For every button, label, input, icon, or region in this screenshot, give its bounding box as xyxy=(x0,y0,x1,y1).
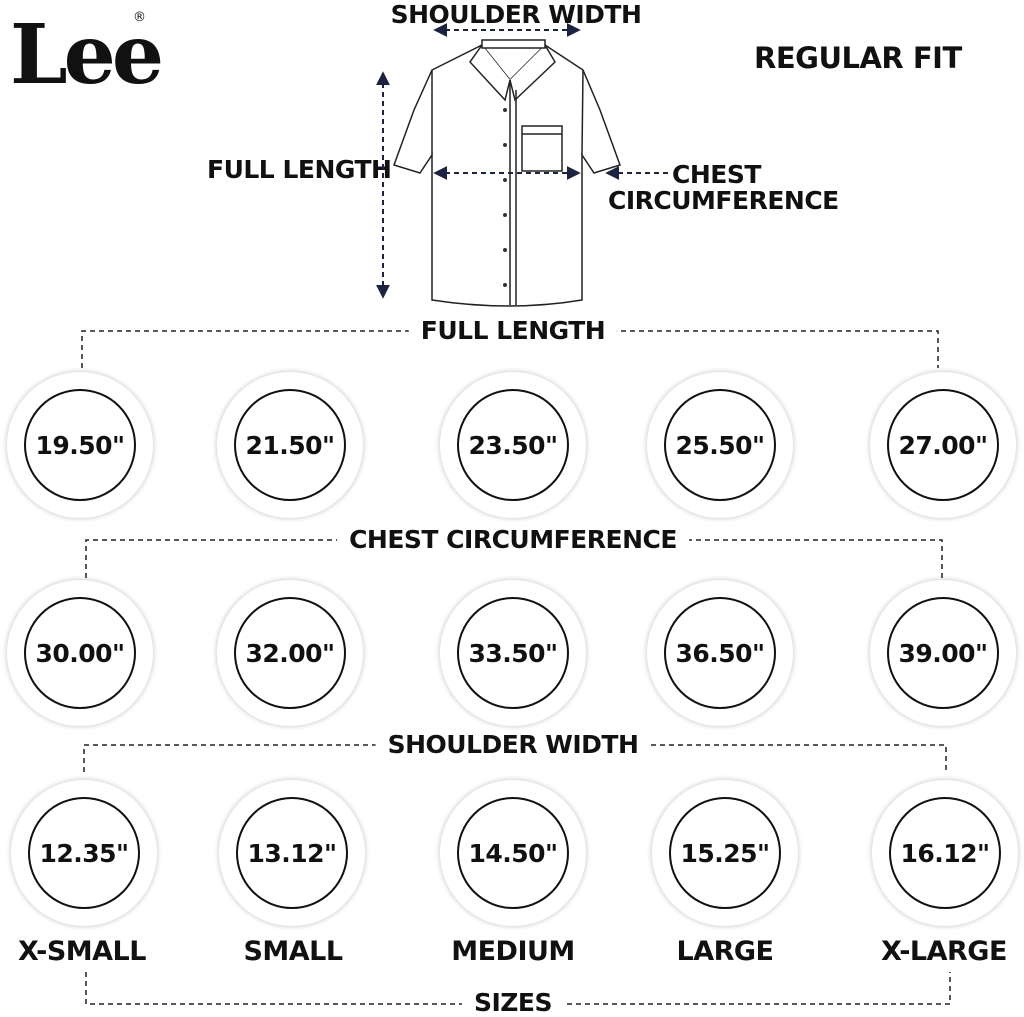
full-length-value: 19.50" xyxy=(24,389,136,501)
shoulder-badge: 15.25" xyxy=(652,780,798,926)
chest-value: 39.00" xyxy=(887,597,999,709)
full-length-badge: 19.50" xyxy=(7,372,153,518)
chest-value: 33.50" xyxy=(457,597,569,709)
size-name: MEDIUM xyxy=(451,936,575,967)
shoulder-badge: 13.12" xyxy=(219,780,365,926)
chest-value: 32.00" xyxy=(234,597,346,709)
shoulder-badge: 16.12" xyxy=(872,780,1018,926)
full-length-badge: 21.50" xyxy=(217,372,363,518)
chest-badge: 39.00" xyxy=(870,580,1016,726)
full-length-value: 21.50" xyxy=(234,389,346,501)
size-name: X-LARGE xyxy=(881,936,1007,967)
measurement-arrows xyxy=(376,23,668,299)
full-length-badge: 27.00" xyxy=(870,372,1016,518)
size-name: LARGE xyxy=(676,936,775,967)
shoulder-value: 15.25" xyxy=(669,797,781,909)
full-length-value: 25.50" xyxy=(664,389,776,501)
chest-value: 30.00" xyxy=(24,597,136,709)
diagram-length-label: FULL LENGTH xyxy=(207,155,392,184)
full-length-value: 23.50" xyxy=(457,389,569,501)
chest-value: 36.50" xyxy=(664,597,776,709)
full-length-badge: 23.50" xyxy=(440,372,586,518)
diagram-chest-label-line1: CHEST xyxy=(672,160,761,189)
full-length-badge: 25.50" xyxy=(647,372,793,518)
sizes-title: SIZES xyxy=(461,990,565,1015)
row-title-chest: CHEST CIRCUMFERENCE xyxy=(337,527,689,552)
shoulder-value: 13.12" xyxy=(236,797,348,909)
chest-badge: 36.50" xyxy=(647,580,793,726)
brand-logo: Lee xyxy=(10,7,164,103)
fit-label: REGULAR FIT xyxy=(754,41,962,75)
shoulder-value: 12.35" xyxy=(28,797,140,909)
shoulder-value: 16.12" xyxy=(889,797,1001,909)
shoulder-value: 14.50" xyxy=(457,797,569,909)
size-name: X-SMALL xyxy=(18,936,146,967)
chest-badge: 32.00" xyxy=(217,580,363,726)
diagram-shoulder-label: SHOULDER WIDTH xyxy=(390,0,642,29)
chest-badge: 33.50" xyxy=(440,580,586,726)
shoulder-badge: 14.50" xyxy=(440,780,586,926)
shirt-diagram xyxy=(376,23,668,307)
diagram-chest-label-line2: CIRCUMFERENCE xyxy=(608,186,839,215)
full-length-value: 27.00" xyxy=(887,389,999,501)
registered-mark: ® xyxy=(133,10,146,25)
shoulder-badge: 12.35" xyxy=(11,780,157,926)
chest-badge: 30.00" xyxy=(7,580,153,726)
size-name: SMALL xyxy=(243,936,343,967)
row-title-shoulder: SHOULDER WIDTH xyxy=(375,732,651,757)
row-title-full-length: FULL LENGTH xyxy=(408,318,618,343)
